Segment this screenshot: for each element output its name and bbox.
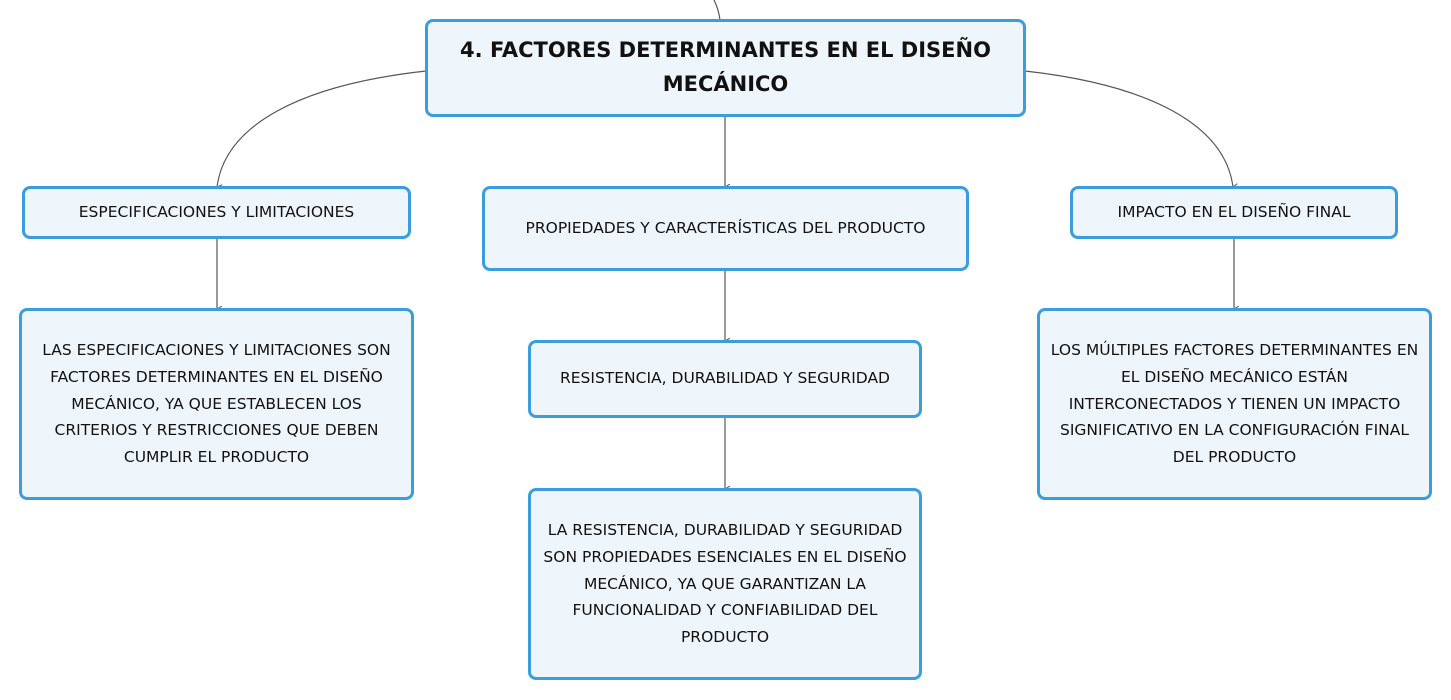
detail-node-especificaciones-text: LAS ESPECIFICACIONES Y LIMITACIONES SON … [42, 341, 391, 466]
detail-node-impacto[interactable]: LOS MÚLTIPLES FACTORES DETERMINANTES EN … [1037, 308, 1432, 500]
detail-node-impacto-text: LOS MÚLTIPLES FACTORES DETERMINANTES EN … [1050, 341, 1419, 466]
root-node[interactable]: 4. FACTORES DETERMINANTES EN EL DISEÑO M… [425, 19, 1026, 117]
branch-node-impacto[interactable]: IMPACTO EN EL DISEÑO FINAL [1070, 186, 1398, 239]
branch-node-especificaciones-label: ESPECIFICACIONES Y LIMITACIONES [78, 202, 355, 221]
branch-node-propiedades-label: PROPIEDADES Y CARACTERÍSTICAS DEL PRODUC… [525, 218, 926, 237]
branch-node-propiedades[interactable]: PROPIEDADES Y CARACTERÍSTICAS DEL PRODUC… [482, 186, 969, 271]
connector-root-to-especificaciones [217, 70, 427, 187]
branch-node-impacto-label: IMPACTO EN EL DISEÑO FINAL [1117, 202, 1351, 221]
sub-node-resistencia-label: RESISTENCIA, DURABILIDAD Y SEGURIDAD [559, 369, 890, 388]
branch-node-especificaciones[interactable]: ESPECIFICACIONES Y LIMITACIONES [22, 186, 411, 239]
connector-incoming [713, 0, 721, 21]
detail-node-resistencia-text: LA RESISTENCIA, DURABILIDAD Y SEGURIDAD … [543, 521, 907, 646]
connector-root-to-impacto [1024, 70, 1233, 187]
root-node-label: 4. FACTORES DETERMINANTES EN EL DISEÑO M… [460, 38, 991, 96]
detail-node-especificaciones[interactable]: LAS ESPECIFICACIONES Y LIMITACIONES SON … [19, 308, 414, 500]
detail-node-resistencia[interactable]: LA RESISTENCIA, DURABILIDAD Y SEGURIDAD … [528, 488, 922, 680]
sub-node-resistencia[interactable]: RESISTENCIA, DURABILIDAD Y SEGURIDAD [528, 340, 922, 418]
